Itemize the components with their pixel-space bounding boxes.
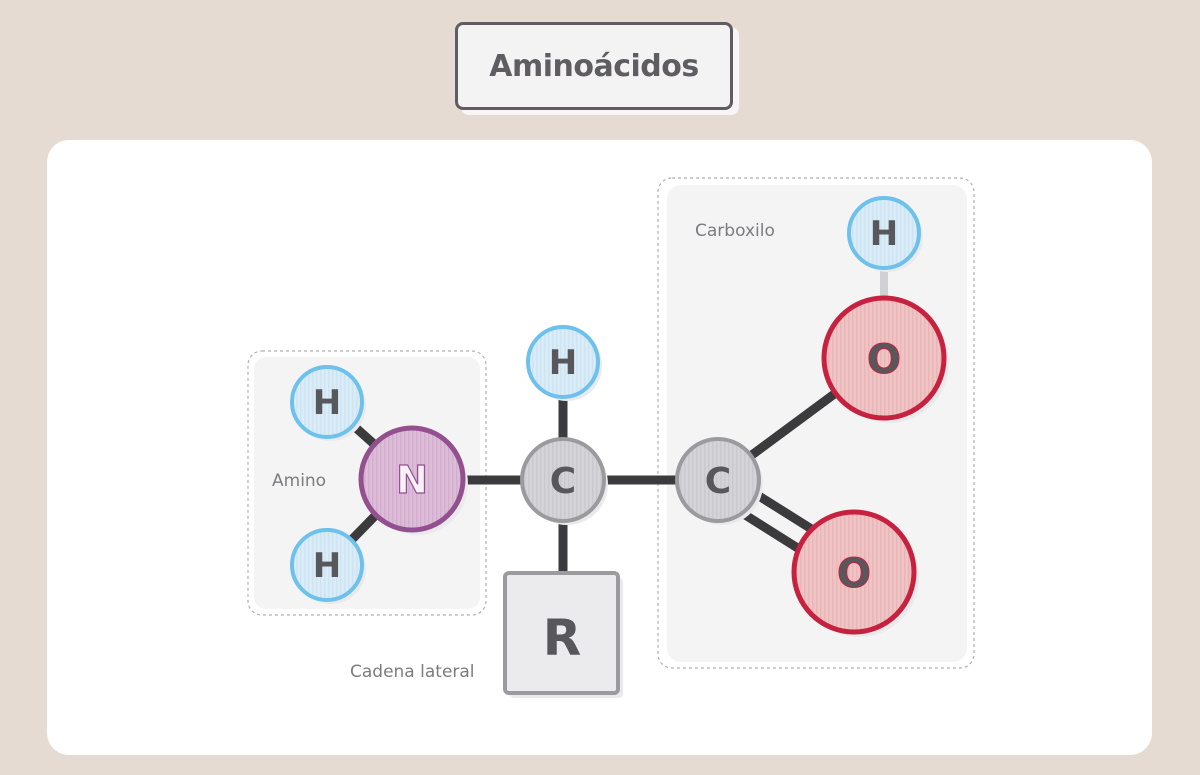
side-chain-label: Cadena lateral — [350, 662, 475, 682]
atom-label: R — [543, 609, 582, 667]
hydrogen-atom-amino-top: H — [290, 365, 366, 441]
carboxyl-label: Carboxilo — [695, 221, 775, 241]
atom-label: H — [549, 343, 577, 383]
atom-label: H — [313, 546, 341, 586]
amino-label: Amino — [272, 471, 326, 491]
atom-label: N — [396, 458, 428, 502]
atom-label: O — [837, 551, 871, 597]
oxygen-atom-carbonyl: O — [791, 509, 919, 637]
title-box: Aminoácidos — [455, 22, 733, 110]
atom-label: H — [870, 214, 898, 254]
nitrogen-atom: N — [358, 425, 468, 535]
atom-label: C — [705, 461, 731, 502]
hydrogen-atom-alpha: H — [526, 325, 602, 401]
page-title: Aminoácidos — [489, 48, 699, 84]
atom-label: H — [313, 383, 341, 423]
atom-label: O — [867, 337, 901, 383]
side-chain-r-box: R — [503, 571, 623, 698]
carbon-atom-carboxyl: C — [675, 437, 763, 525]
hydrogen-atom-hydroxyl: H — [847, 196, 923, 272]
carbon-atom-alpha: C — [520, 437, 608, 525]
atom-label: C — [550, 461, 576, 502]
hydrogen-atom-amino-bottom: H — [290, 528, 366, 604]
oxygen-atom-hydroxyl: O — [821, 295, 949, 423]
